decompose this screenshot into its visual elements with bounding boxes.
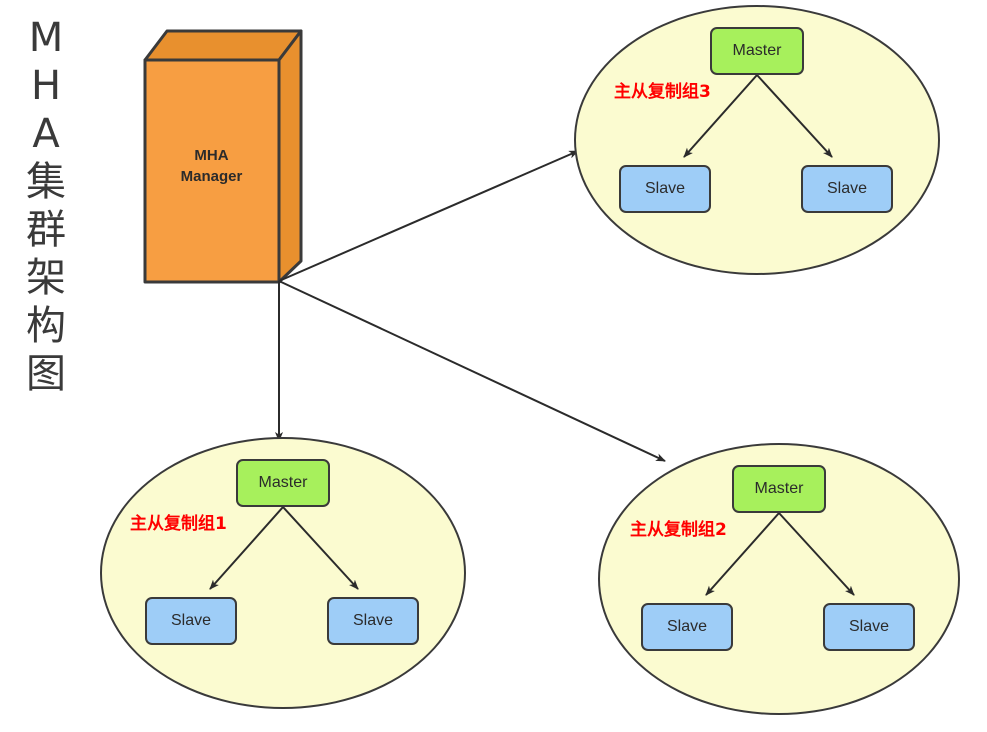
replication-group-2[interactable]: 主从复制组2 Master Slave Slave — [598, 443, 960, 715]
title-char-7: 图 — [26, 351, 66, 397]
replication-group-1[interactable]: 主从复制组1 Master Slave Slave — [100, 437, 466, 709]
group1-master-node[interactable]: Master — [236, 459, 330, 507]
group1-label: 主从复制组1 — [130, 514, 227, 534]
replication-group-3[interactable]: 主从复制组3 Master Slave Slave — [574, 5, 940, 275]
group3-slave-right-node[interactable]: Slave — [801, 165, 893, 213]
group1-slave-right-node[interactable]: Slave — [327, 597, 419, 645]
group3-label: 主从复制组3 — [614, 82, 711, 102]
group3-master-node[interactable]: Master — [710, 27, 804, 75]
title-char-0: M — [28, 15, 64, 61]
title-char-2: A — [32, 111, 60, 157]
group2-slave-left-node[interactable]: Slave — [641, 603, 733, 651]
group1-slave-left-node[interactable]: Slave — [145, 597, 237, 645]
title-char-1: H — [30, 63, 62, 109]
page-title: M H A 集 群 架 构 图 — [10, 14, 82, 398]
title-char-5: 架 — [26, 255, 66, 301]
mha-manager-shape — [143, 29, 303, 284]
group2-slave-right-node[interactable]: Slave — [823, 603, 915, 651]
arrow-manager-to-group3 — [278, 150, 579, 282]
title-char-6: 构 — [26, 303, 66, 349]
mha-manager-box[interactable] — [142, 26, 304, 288]
group2-label: 主从复制组2 — [630, 520, 727, 540]
title-char-4: 群 — [26, 207, 66, 253]
arrow-manager-to-group2 — [278, 280, 666, 462]
group3-slave-left-node[interactable]: Slave — [619, 165, 711, 213]
group2-master-node[interactable]: Master — [732, 465, 826, 513]
title-char-3: 集 — [26, 159, 66, 205]
